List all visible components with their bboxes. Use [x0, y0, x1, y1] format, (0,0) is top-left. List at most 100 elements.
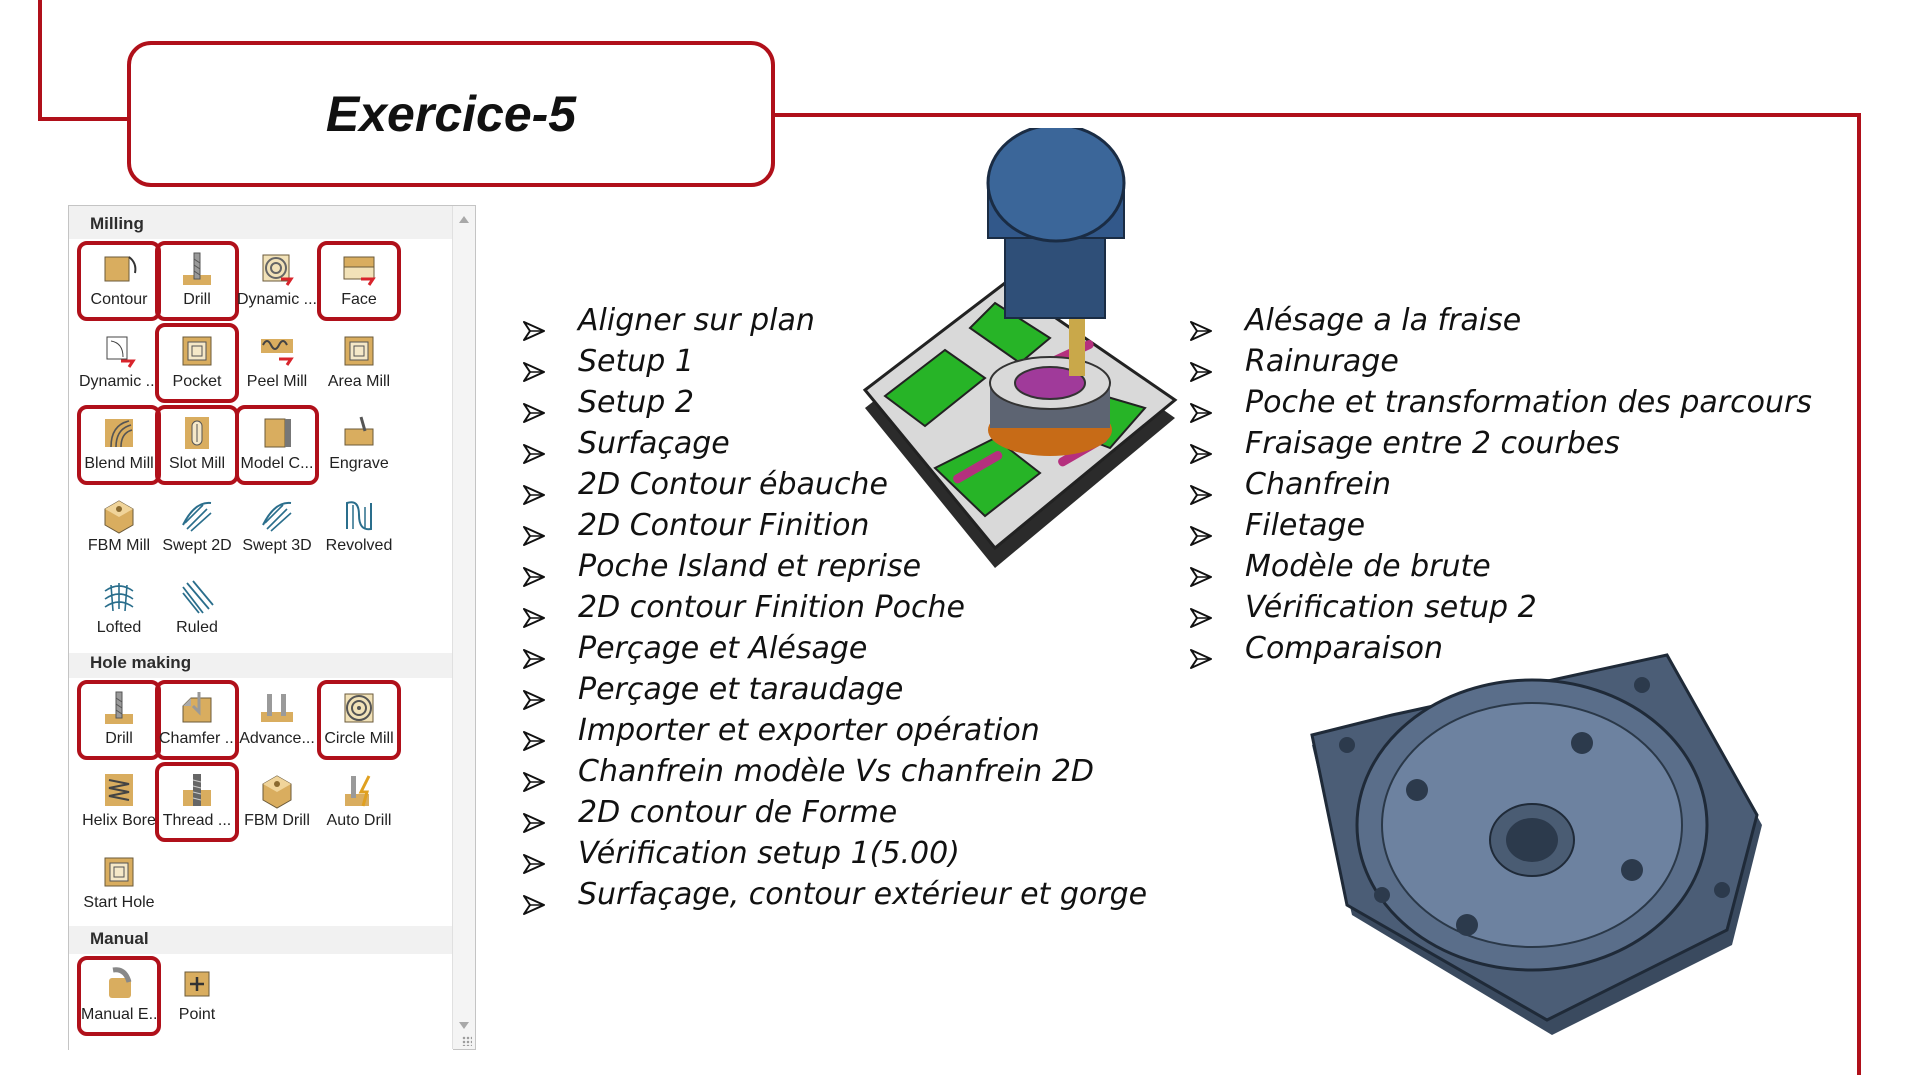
tool-advanced-drill-button[interactable]: Advance... [235, 680, 319, 760]
tool-peel-mill-button[interactable]: Peel Mill [235, 323, 319, 403]
list-item: Modèle de brute [1190, 546, 1812, 587]
revolved-icon [339, 495, 379, 535]
scroll-down-arrow-icon[interactable] [459, 1022, 469, 1029]
tool-chamfer-button[interactable]: Chamfer ... [155, 680, 239, 760]
tool-label: Lofted [96, 619, 142, 636]
tool-blend-mill-button[interactable]: Blend Mill [77, 405, 161, 485]
tool-revolved-button[interactable]: Revolved [317, 487, 401, 567]
list-item: 2D Contour ébauche [523, 464, 1147, 505]
chamfer-icon [177, 688, 217, 728]
list-item: Alésage a la fraise [1190, 300, 1812, 341]
arrow-bullet-icon [1190, 475, 1212, 505]
tool-contour-button[interactable]: Contour [77, 241, 161, 321]
drill-icon [177, 249, 217, 289]
tool-swept-2d-button[interactable]: Swept 2D [155, 487, 239, 567]
page-title: Exercice-5 [325, 86, 577, 142]
engrave-icon [339, 413, 379, 453]
tool-point-button[interactable]: Point [155, 956, 239, 1036]
tool-label: Ruled [176, 619, 218, 636]
tool-label: Peel Mill [246, 373, 308, 390]
list-item: Aligner sur plan [523, 300, 1147, 341]
auto-drill-icon [339, 770, 379, 810]
list-item-text: Comparaison [1245, 631, 1444, 666]
manual-entry-icon [99, 964, 139, 1004]
section-header-manual[interactable]: Manual [90, 929, 149, 948]
section-header-milling[interactable]: Milling [90, 214, 144, 233]
list-item-text: 2D contour de Forme [578, 795, 898, 830]
list-item-text: Fraisage entre 2 courbes [1245, 426, 1620, 461]
arrow-bullet-icon [523, 516, 545, 546]
tool-label: Dynamic ... [236, 291, 317, 308]
list-item-text: Chanfrein [1245, 467, 1392, 502]
palette-scrollbar[interactable] [452, 206, 475, 1049]
section-header-hole-making[interactable]: Hole making [90, 653, 192, 672]
tool-label: Pocket [172, 373, 222, 390]
tool-label: Drill [105, 730, 133, 747]
contour-icon [99, 249, 139, 289]
tool-label: Swept 3D [242, 537, 312, 554]
list-item-text: Vérification setup 2 [1245, 590, 1537, 625]
arrow-bullet-icon [523, 721, 545, 751]
list-item-text: Modèle de brute [1245, 549, 1491, 584]
list-item: Chanfrein modèle Vs chanfrein 2D [523, 751, 1147, 792]
tool-area-mill-button[interactable]: Area Mill [317, 323, 401, 403]
list-item-text: 2D Contour ébauche [578, 467, 888, 502]
tool-dynamic-area-button[interactable]: Dynamic ... [235, 241, 319, 321]
tool-label: Blend Mill [84, 455, 154, 472]
list-item: Filetage [1190, 505, 1812, 546]
list-item-text: Vérification setup 1(5.00) [578, 836, 960, 871]
tool-pocket-button[interactable]: Pocket [155, 323, 239, 403]
ruled-icon [177, 577, 217, 617]
list-item-text: Setup 2 [578, 385, 694, 420]
tool-label: Helix Bore [82, 812, 156, 829]
tool-hole-drill-button[interactable]: Drill [77, 680, 161, 760]
tool-manual-entry-button[interactable]: Manual E... [77, 956, 161, 1036]
lofted-icon [99, 577, 139, 617]
peel-mill-icon [257, 331, 297, 371]
finished-part-illustration [1310, 653, 1762, 1035]
list-item-text: Importer et exporter opération [578, 713, 1040, 748]
tool-label: Thread ... [162, 812, 232, 829]
list-item-text: Rainurage [1245, 344, 1399, 379]
tool-slot-mill-button[interactable]: Slot Mill [155, 405, 239, 485]
tool-circle-mill-button[interactable]: Circle Mill [317, 680, 401, 760]
tool-label: Manual E... [81, 1006, 157, 1023]
tool-helix-bore-button[interactable]: Helix Bore [77, 762, 161, 842]
tool-engrave-button[interactable]: Engrave [317, 405, 401, 485]
tool-thread-button[interactable]: Thread ... [155, 762, 239, 842]
list-item-text: 2D contour Finition Poche [578, 590, 965, 625]
tool-model-chamfer-button[interactable]: Model C... [235, 405, 319, 485]
section-body-manual: Manual E... Point [69, 954, 453, 1050]
circle-mill-icon [339, 688, 379, 728]
list-item-text: Poche et transformation des parcours [1245, 385, 1812, 420]
tool-label: Point [178, 1006, 216, 1023]
tool-label: Circle Mill [324, 730, 394, 747]
machined-part-with-tool-illustration [862, 128, 1178, 568]
tool-drill-button[interactable]: Drill [155, 241, 239, 321]
area-mill-icon [339, 331, 379, 371]
scroll-up-arrow-icon[interactable] [459, 216, 469, 223]
tool-swept-3d-button[interactable]: Swept 3D [235, 487, 319, 567]
list-item: 2D contour de Forme [523, 792, 1147, 833]
list-item: 2D Contour Finition [523, 505, 1147, 546]
tool-auto-drill-button[interactable]: Auto Drill [317, 762, 401, 842]
tool-fbm-mill-button[interactable]: FBM Mill [77, 487, 161, 567]
tool-ruled-button[interactable]: Ruled [155, 569, 239, 649]
list-item: Poche Island et reprise [523, 546, 1147, 587]
list-item: Surfaçage, contour extérieur et gorge [523, 874, 1147, 915]
tool-dynamic-contour-button[interactable]: Dynamic ... [77, 323, 161, 403]
frame-line-left-vertical [38, 0, 42, 121]
resize-grip-icon[interactable] [462, 1036, 472, 1046]
tool-lofted-button[interactable]: Lofted [77, 569, 161, 649]
tool-fbm-drill-button[interactable]: FBM Drill [235, 762, 319, 842]
tool-label: Area Mill [327, 373, 391, 390]
tool-face-button[interactable]: Face [317, 241, 401, 321]
tool-start-hole-button[interactable]: Start Hole [77, 844, 161, 924]
arrow-bullet-icon [523, 475, 545, 505]
list-item: Surfaçage [523, 423, 1147, 464]
list-item: Comparaison [1190, 628, 1812, 669]
helix-bore-icon [99, 770, 139, 810]
list-item: Vérification setup 2 [1190, 587, 1812, 628]
